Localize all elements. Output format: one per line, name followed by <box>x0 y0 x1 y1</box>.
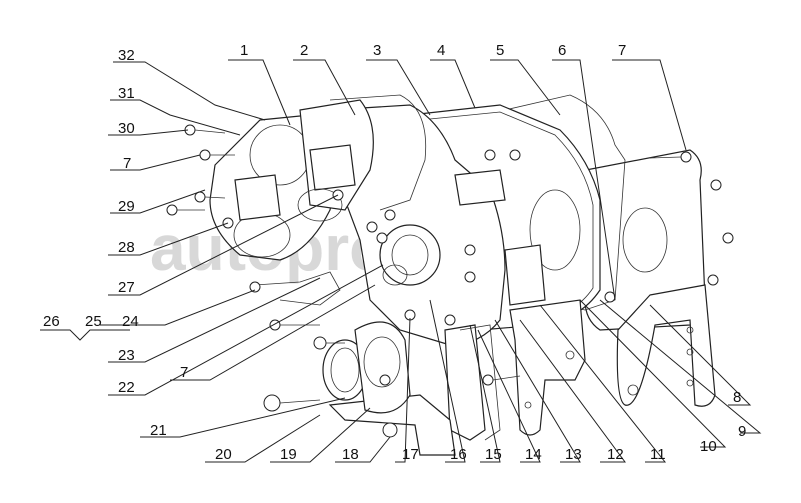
callout-5: 5 <box>496 42 504 59</box>
lower-bracket <box>509 299 586 436</box>
bolts <box>166 124 734 438</box>
lower-plate-front <box>444 324 486 441</box>
sensor-bracket <box>504 244 546 306</box>
callout-4: 4 <box>437 42 445 59</box>
callout-12: 12 <box>607 446 624 463</box>
callout-25: 25 <box>85 313 102 330</box>
callout-21: 21 <box>150 422 167 439</box>
callout-7-mid: 7 <box>180 364 188 381</box>
callout-27: 27 <box>118 279 135 296</box>
callout-11: 11 <box>650 446 666 463</box>
callout-24: 24 <box>122 313 139 330</box>
pump-flange <box>234 174 281 221</box>
callout-29: 29 <box>118 198 135 215</box>
callout-32: 32 <box>118 47 135 64</box>
idler-gear-block <box>309 144 356 191</box>
callout-6: 6 <box>558 42 566 59</box>
seal-housing <box>379 224 441 286</box>
callout-2: 2 <box>300 42 308 59</box>
leader-lines <box>40 59 762 463</box>
callout-20: 20 <box>215 446 232 463</box>
callout-9: 9 <box>738 423 746 440</box>
callout-16: 16 <box>450 446 467 463</box>
callout-17: 17 <box>402 446 419 463</box>
gasket-2 <box>329 94 427 211</box>
callouts: 1 2 3 4 5 6 7 32 31 30 7 29 28 27 26 25 … <box>43 42 746 463</box>
oil-pump-block <box>454 169 506 206</box>
callout-3: 3 <box>373 42 381 59</box>
support-foot-19 <box>328 394 456 456</box>
callout-22: 22 <box>118 379 135 396</box>
callout-8: 8 <box>733 389 741 406</box>
gasket-6 <box>504 94 626 311</box>
lower-plate-mid <box>459 324 501 441</box>
callout-10: 10 <box>700 438 717 455</box>
damper-hub <box>354 321 411 414</box>
callout-28: 28 <box>118 239 135 256</box>
callout-1: 1 <box>240 42 248 59</box>
callout-31: 31 <box>118 85 135 102</box>
callout-7-left: 7 <box>123 155 131 172</box>
housing-bore <box>529 189 581 271</box>
callout-7-top: 7 <box>618 42 626 59</box>
callout-15: 15 <box>485 446 502 463</box>
mounting-bracket-right <box>616 284 716 407</box>
callout-19: 19 <box>280 446 297 463</box>
callout-14: 14 <box>525 446 542 463</box>
rear-plate-opening <box>622 207 668 273</box>
callout-26: 26 <box>43 313 60 330</box>
callout-13: 13 <box>565 446 582 463</box>
callout-30: 30 <box>118 120 135 137</box>
callout-18: 18 <box>342 446 359 463</box>
callout-23: 23 <box>118 347 135 364</box>
sensor-wire <box>254 271 341 306</box>
